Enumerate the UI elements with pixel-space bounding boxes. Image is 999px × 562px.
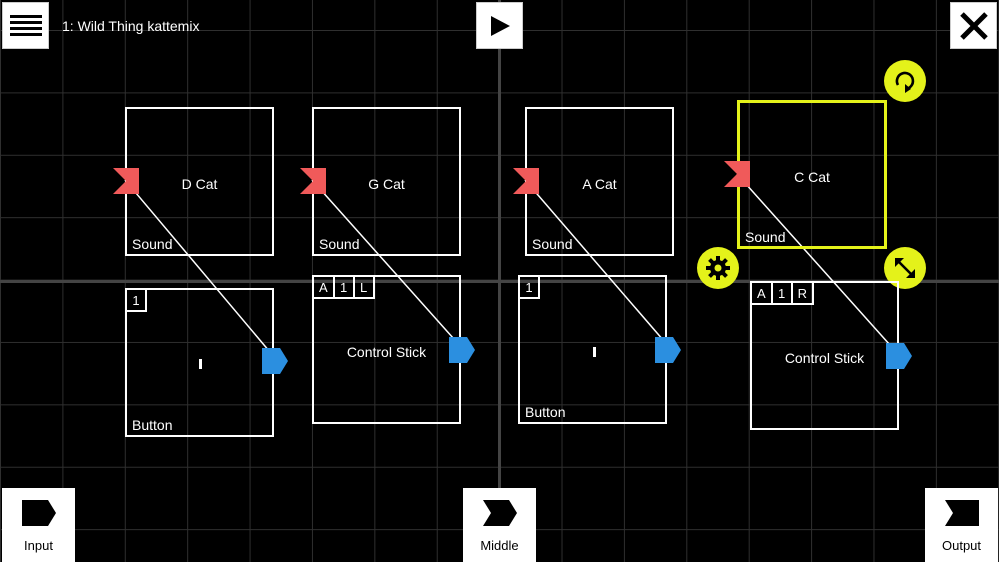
middle-category-button[interactable]: Middle bbox=[463, 488, 536, 562]
node-title: D Cat bbox=[181, 176, 218, 192]
tag-row: 1 bbox=[518, 275, 540, 299]
stick-side-tag: L bbox=[352, 275, 375, 299]
input-category-button[interactable]: Input bbox=[2, 488, 75, 562]
node-type-label: Control Stick bbox=[784, 350, 865, 366]
close-button[interactable] bbox=[950, 2, 997, 49]
rotate-icon bbox=[895, 71, 915, 93]
output-node-icon bbox=[944, 500, 979, 526]
output-port[interactable] bbox=[449, 337, 475, 363]
input-label: Input bbox=[24, 538, 53, 553]
control-stick-input-node[interactable]: A 1 L Control Stick bbox=[312, 275, 461, 424]
wire-gcat bbox=[311, 179, 463, 349]
middle-label: Middle bbox=[480, 538, 519, 553]
input-port[interactable] bbox=[300, 168, 326, 194]
tag-row: 1 bbox=[125, 288, 147, 312]
wire-ccat bbox=[736, 173, 899, 355]
stick-mode-tag: A bbox=[750, 281, 773, 305]
player-tag: 1 bbox=[332, 275, 355, 299]
input-port[interactable] bbox=[724, 161, 750, 187]
input-port[interactable] bbox=[513, 168, 539, 194]
node-type-label: Control Stick bbox=[346, 344, 427, 360]
middle-node-icon bbox=[482, 500, 517, 526]
wire-acat bbox=[524, 179, 671, 349]
button-input-node[interactable]: 1 Button bbox=[125, 288, 274, 437]
node-type-label: Sound bbox=[132, 236, 173, 252]
output-label: Output bbox=[941, 538, 982, 553]
output-category-button[interactable]: Output bbox=[925, 488, 998, 562]
button-input-node[interactable]: 1 Button bbox=[518, 275, 667, 424]
sound-node-g-cat[interactable]: G Cat Sound bbox=[312, 107, 461, 256]
player-tag: 1 bbox=[125, 288, 147, 312]
output-port[interactable] bbox=[655, 337, 681, 363]
gear-icon bbox=[706, 256, 730, 280]
button-indicator bbox=[593, 347, 596, 357]
play-icon bbox=[490, 15, 510, 36]
hamburger-menu-icon bbox=[9, 14, 42, 36]
rotate-button[interactable] bbox=[884, 60, 926, 102]
node-title: C Cat bbox=[794, 169, 830, 185]
node-type-label: Sound bbox=[745, 229, 786, 245]
settings-button[interactable] bbox=[697, 247, 739, 289]
sound-node-c-cat-selected[interactable]: C Cat Sound bbox=[737, 100, 887, 249]
play-button[interactable] bbox=[476, 2, 523, 49]
node-type-label: Button bbox=[525, 404, 566, 420]
node-type-label: Sound bbox=[532, 236, 573, 252]
resize-icon bbox=[895, 258, 915, 278]
output-port[interactable] bbox=[262, 348, 288, 374]
wire-dcat bbox=[124, 179, 276, 359]
player-tag: 1 bbox=[770, 281, 793, 305]
input-node-icon bbox=[21, 500, 56, 526]
node-title: G Cat bbox=[368, 176, 405, 192]
center-horizontal-axis bbox=[0, 280, 999, 283]
player-tag: 1 bbox=[518, 275, 540, 299]
program-title: 1: Wild Thing kattemix bbox=[62, 18, 200, 34]
output-port[interactable] bbox=[886, 343, 912, 369]
close-x-icon bbox=[959, 11, 988, 40]
stick-mode-tag: A bbox=[312, 275, 335, 299]
menu-button[interactable] bbox=[2, 2, 49, 49]
sound-node-a-cat[interactable]: A Cat Sound bbox=[525, 107, 674, 256]
button-indicator bbox=[199, 359, 202, 369]
resize-button[interactable] bbox=[884, 247, 926, 289]
node-type-label: Button bbox=[132, 417, 173, 433]
sound-node-d-cat[interactable]: D Cat Sound bbox=[125, 107, 274, 256]
tag-row: A 1 R bbox=[750, 281, 815, 305]
input-port[interactable] bbox=[113, 168, 139, 194]
tag-row: A 1 L bbox=[312, 275, 375, 299]
control-stick-input-node[interactable]: A 1 R Control Stick bbox=[750, 281, 899, 430]
node-type-label: Sound bbox=[319, 236, 360, 252]
node-title: A Cat bbox=[582, 176, 617, 192]
stick-side-tag: R bbox=[790, 281, 815, 305]
